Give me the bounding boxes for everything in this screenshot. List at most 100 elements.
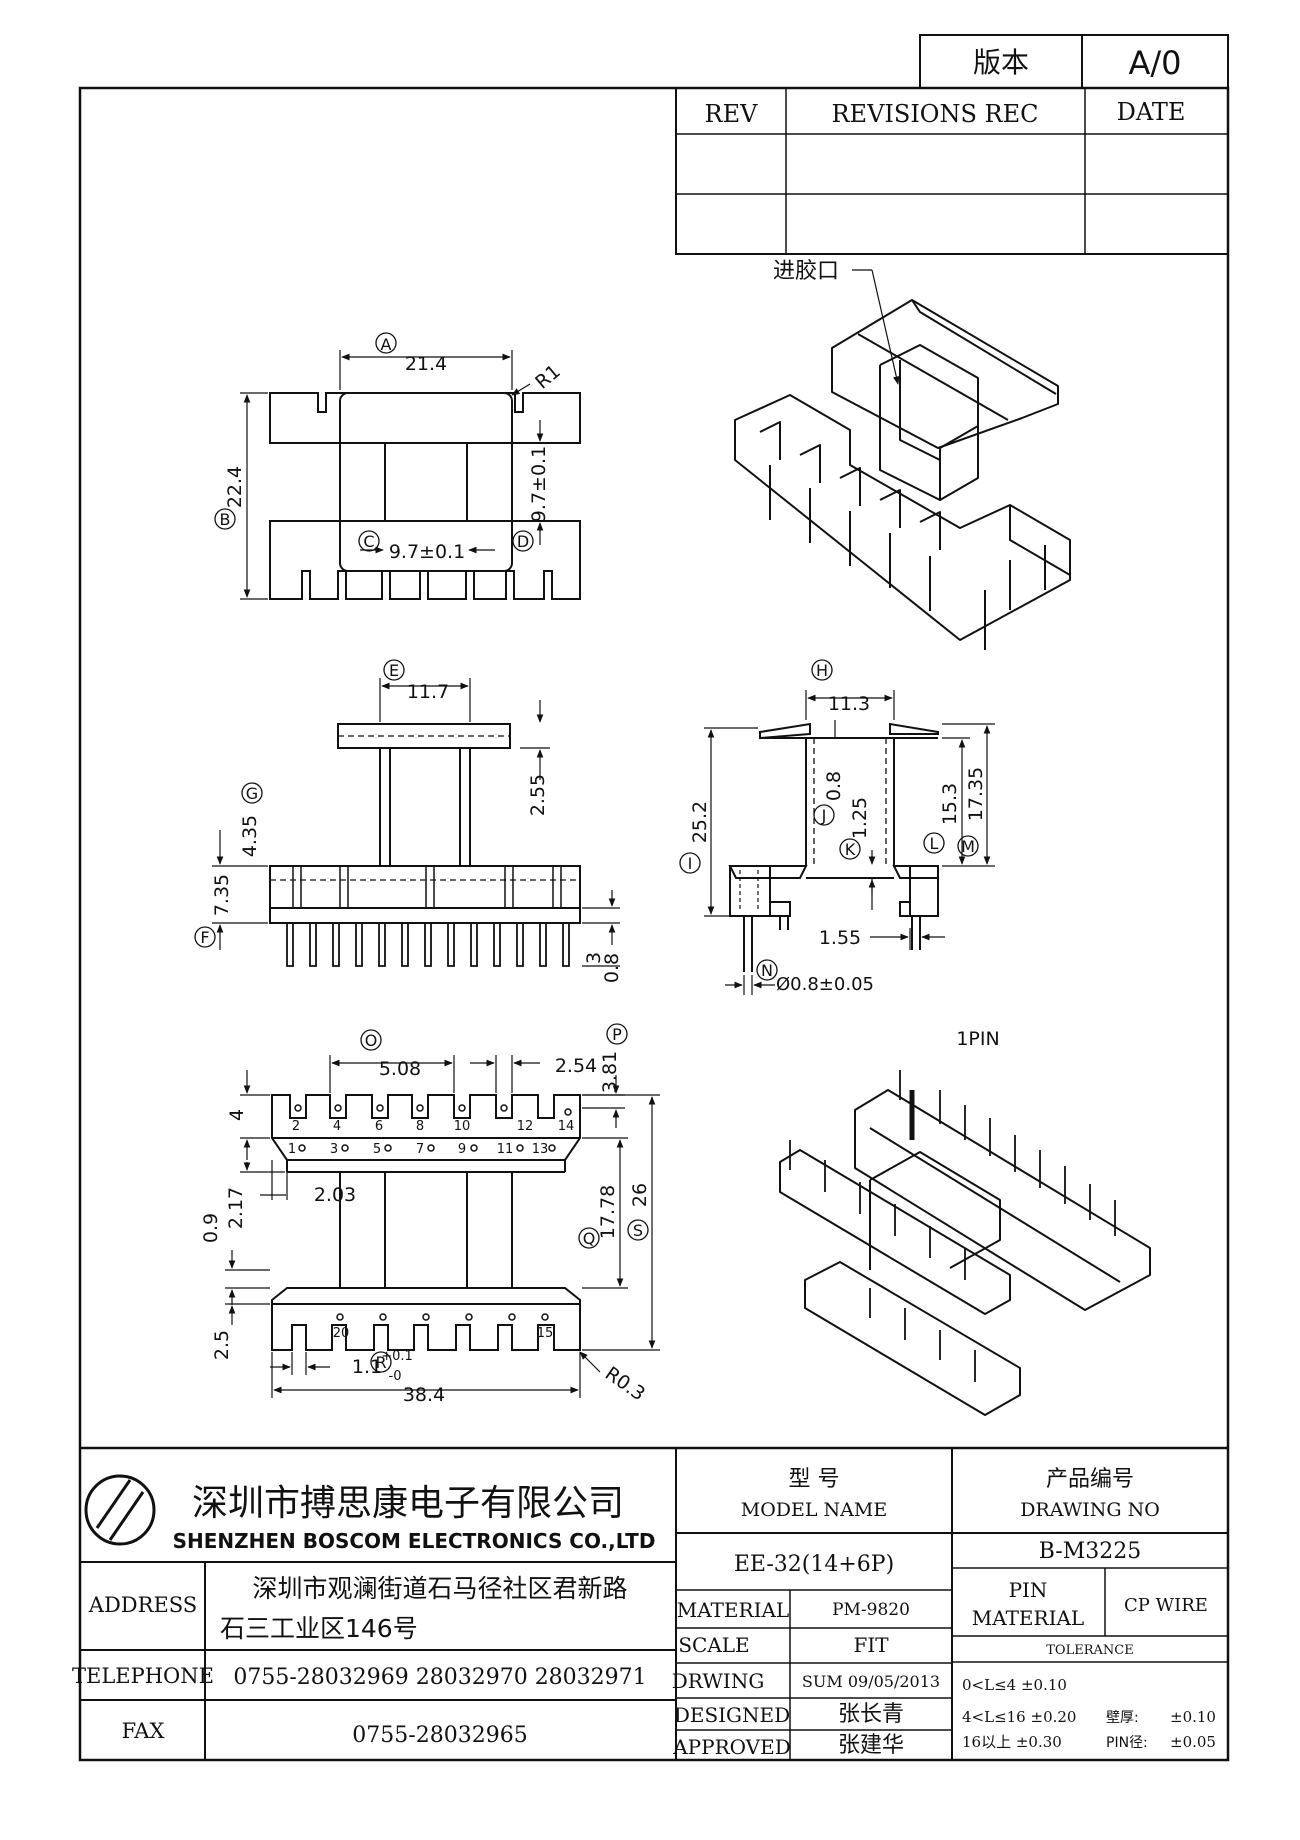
bottom-view-labels: O 5.08 P 2.54 3.81 4 2.03 2.17 0.9 Q 17.…: [200, 1023, 651, 1406]
company-name-en: SHENZHEN BOSCOM ELECTRONICS CO.,LTD: [173, 1529, 656, 1553]
pin-dia-value: ±0.05: [1170, 1733, 1216, 1751]
dim-pitch: 1.55: [819, 927, 861, 949]
dim-b: 22.4: [224, 466, 246, 508]
dim-slot-tol-minus: -0: [389, 1369, 402, 1384]
dim-2-03: 2.03: [314, 1184, 356, 1206]
dim-2-5: 2.5: [211, 1330, 233, 1360]
gate-label: 进胶口: [773, 259, 839, 284]
dim-p-side: 3.81: [599, 1051, 621, 1093]
pin-3: 3: [330, 1142, 338, 1157]
dim-o: 5.08: [379, 1058, 421, 1080]
fax-label: FAX: [122, 1719, 165, 1743]
dim-pin-length: 3: [583, 952, 605, 964]
dim-d: 9.7±0.1: [528, 446, 550, 522]
pin-8: 8: [416, 1119, 424, 1134]
model-label-cn: 型 号: [789, 1467, 840, 1492]
drwing-label: DRWING: [672, 1669, 765, 1693]
pin-material-value: CP WIRE: [1124, 1595, 1208, 1616]
bottom-view-dims: [225, 1055, 660, 1398]
letter-o: O: [365, 1031, 378, 1050]
address-line1: 深圳市观澜街道石马径社区君新路: [252, 1574, 627, 1603]
scale-value: FIT: [853, 1633, 889, 1657]
dim-e: 11.7: [407, 681, 449, 703]
dim-2-55: 2.55: [527, 774, 549, 816]
letter-n: N: [761, 961, 773, 980]
pin-material-label-2: MATERIAL: [972, 1606, 1084, 1630]
iso-bottom-view: [779, 1070, 1151, 1416]
material-label: MATERIAL: [677, 1598, 789, 1622]
pin-9: 9: [458, 1142, 466, 1157]
letter-s: S: [633, 1221, 643, 1240]
letter-d: D: [517, 532, 529, 551]
designed-value: 张长青: [838, 1702, 904, 1727]
letter-k: K: [845, 840, 856, 859]
dim-l: 15.3: [939, 783, 961, 825]
letter-j: J: [821, 806, 827, 825]
dim-r: 38.4: [403, 1384, 445, 1406]
title-block-text: 深圳市搏思康电子有限公司 SHENZHEN BOSCOM ELECTRONICS…: [72, 1467, 1216, 1759]
letter-l: L: [930, 834, 939, 853]
dim-0-9: 0.9: [200, 1213, 222, 1243]
approved-label: APPROVED: [672, 1735, 791, 1759]
letter-q: Q: [583, 1229, 596, 1248]
dim-r-radius: R0.3: [601, 1363, 649, 1406]
date-header: DATE: [1117, 98, 1186, 126]
dim-p: 2.54: [555, 1055, 597, 1077]
pin-7: 7: [416, 1142, 424, 1157]
dim-slot-tol-plus: +0.1: [381, 1349, 413, 1364]
letter-i: I: [688, 854, 693, 873]
side-view-labels: H 11.3 0.8 J 1.25 K I 25.2 15.3 L 17.35 …: [679, 659, 987, 995]
dim-m: 17.35: [965, 767, 987, 821]
front-view-labels: E 11.7 2.55 G 4.35 7.35 F 3 0.8: [194, 659, 623, 983]
pin-10: 10: [454, 1119, 471, 1134]
letter-m: M: [961, 837, 975, 856]
pin-dia-label: PIN径:: [1106, 1735, 1148, 1751]
title-block-lines: [80, 1446, 1228, 1760]
pin-12: 12: [517, 1119, 534, 1134]
letter-a: A: [381, 335, 392, 354]
pin-material-label-1: PIN: [1009, 1578, 1048, 1602]
revision-table: REV REVISIONS REC DATE: [675, 87, 1229, 255]
tolerance-label: TOLERANCE: [1046, 1643, 1133, 1658]
tolerance-2: 4<L≤16 ±0.20: [962, 1708, 1076, 1726]
address-line2: 石三工业区146号: [220, 1614, 418, 1643]
approved-value: 张建华: [838, 1733, 904, 1758]
dim-7-35: 7.35: [211, 874, 233, 916]
drawing-label-en: DRAWING NO: [1020, 1499, 1160, 1521]
pin-11: 11: [497, 1142, 514, 1157]
dim-4-35: 4.35: [239, 815, 261, 857]
pin-4: 4: [333, 1119, 341, 1134]
pin-13: 13: [532, 1142, 549, 1157]
drawing-value: B-M3225: [1039, 1539, 1142, 1564]
top-view: [269, 392, 581, 600]
letter-g: G: [246, 784, 258, 803]
pin1-label: 1PIN: [956, 1028, 999, 1050]
dim-h: 11.3: [828, 693, 870, 715]
address-label: ADDRESS: [88, 1593, 197, 1617]
wall-value: ±0.10: [1170, 1708, 1216, 1726]
bottom-view-pin-numbers: 2 4 6 8 10 12 14 1 3 5 7 9 11 13 20 15: [288, 1119, 574, 1341]
letter-r: R: [375, 1353, 386, 1372]
material-value: PM-9820: [832, 1600, 910, 1620]
pin-15: 15: [537, 1326, 554, 1341]
letter-b: B: [220, 510, 231, 529]
dim-q: 17.78: [597, 1185, 619, 1239]
letter-c: C: [363, 532, 374, 551]
company-logo: [84, 1474, 156, 1546]
fax-value: 0755-28032965: [352, 1723, 527, 1748]
letter-h: H: [816, 661, 828, 680]
drwing-value: SUM 09/05/2013: [802, 1672, 940, 1691]
designed-label: DESIGNED: [674, 1703, 790, 1727]
pin-5: 5: [373, 1142, 381, 1157]
side-view-dims: [704, 690, 995, 995]
dim-s: 26: [629, 1183, 651, 1207]
revisions-rec-header: REVISIONS REC: [831, 100, 1038, 128]
version-box: 版本 A/0: [919, 34, 1229, 89]
company-name-cn: 深圳市搏思康电子有限公司: [192, 1483, 624, 1524]
dim-n: Ø0.8±0.05: [776, 974, 874, 995]
pin-1: 1: [288, 1142, 296, 1157]
tolerance-1: 0<L≤4 ±0.10: [962, 1676, 1067, 1694]
drawing-label-cn: 产品编号: [1046, 1467, 1134, 1492]
dim-k: 1.25: [849, 797, 871, 839]
letter-e: E: [389, 661, 399, 680]
